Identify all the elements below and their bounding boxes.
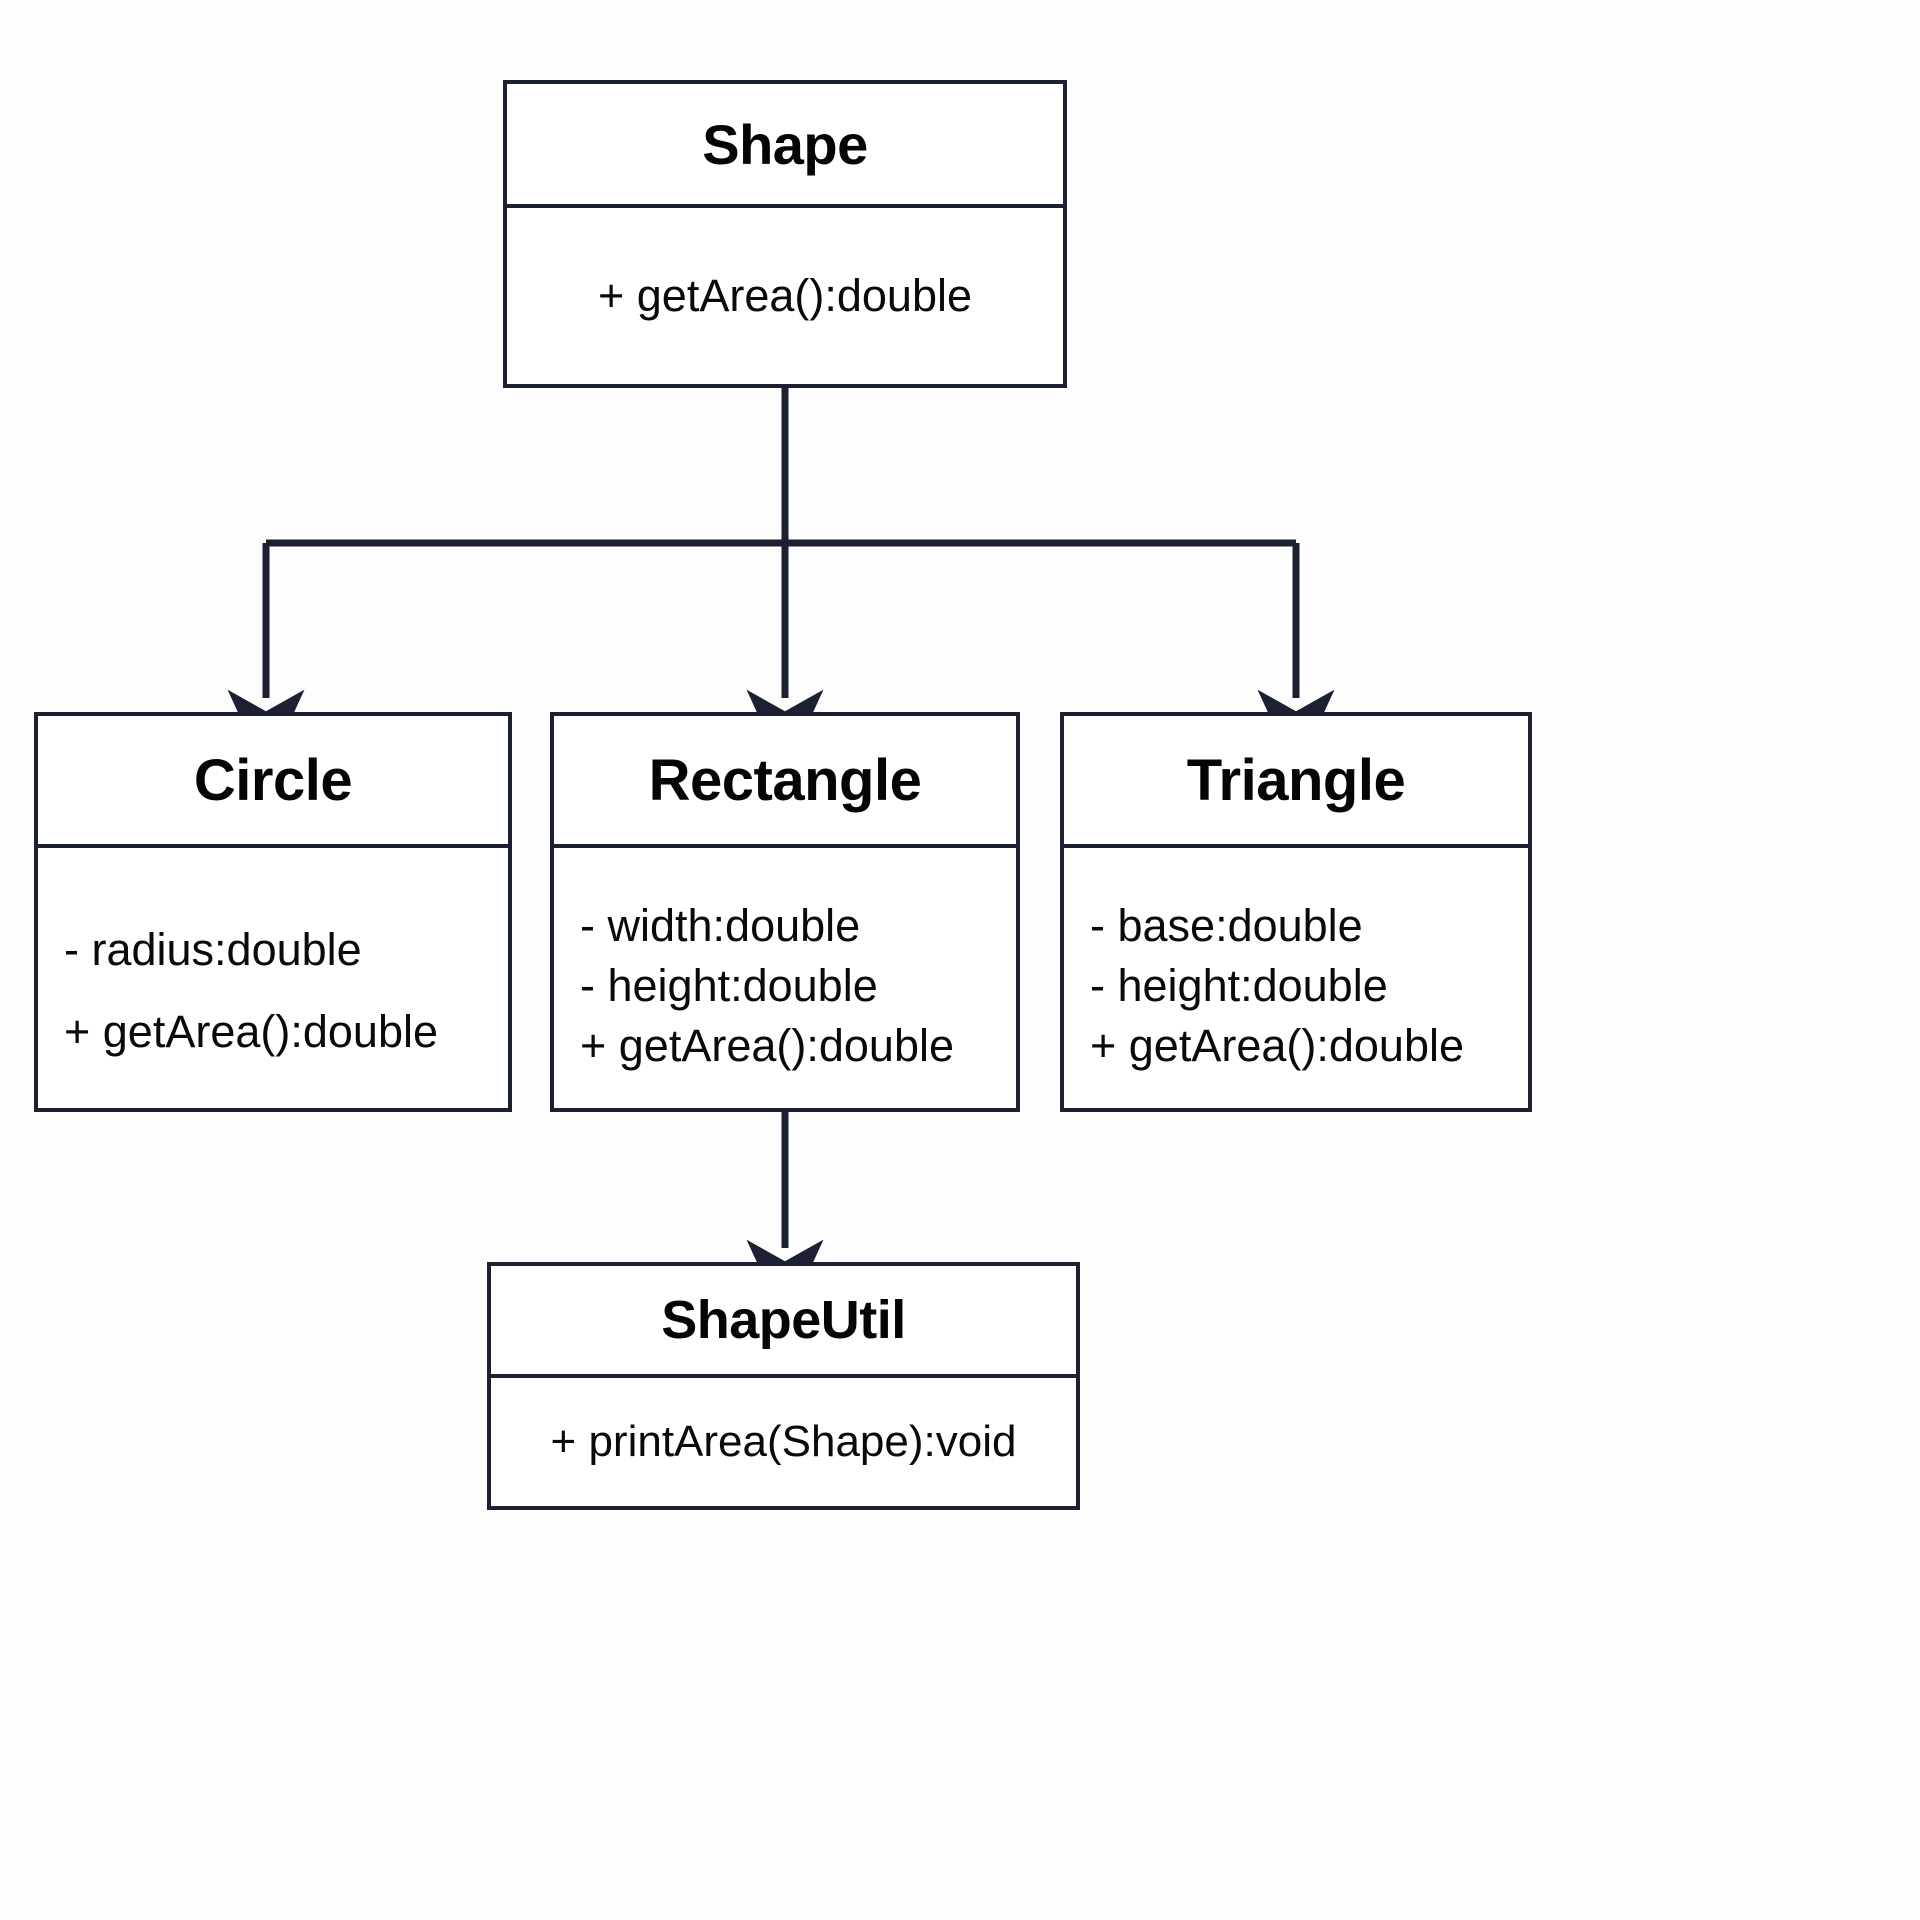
class-member: - height:double [580,960,878,1011]
class-member: - radius:double [64,924,362,975]
class-member: + getArea():double [598,270,972,321]
class-box-shapeutil[interactable]: ShapeUtil + printArea(Shape):void [487,1262,1080,1510]
class-member: + getArea():double [580,1020,954,1071]
class-box-triangle[interactable]: Triangle - base:double - height:double +… [1060,712,1532,1112]
class-name-shapeutil: ShapeUtil [661,1290,906,1350]
class-box-shape[interactable]: Shape + getArea():double [503,80,1067,388]
class-header-shapeutil: ShapeUtil [491,1266,1076,1378]
class-name-shape: Shape [702,112,868,176]
class-member: + getArea():double [64,1006,438,1057]
class-member: + printArea(Shape):void [550,1417,1017,1466]
class-name-triangle: Triangle [1186,747,1406,813]
class-member: - base:double [1090,900,1363,951]
class-box-circle[interactable]: Circle - radius:double + getArea():doubl… [34,712,512,1112]
class-member: + getArea():double [1090,1020,1464,1071]
class-member: - height:double [1090,960,1388,1011]
class-box-rectangle[interactable]: Rectangle - width:double - height:double… [550,712,1020,1112]
class-body-circle: - radius:double + getArea():double [38,848,508,1108]
class-header-circle: Circle [38,716,508,848]
class-header-triangle: Triangle [1064,716,1528,848]
class-name-rectangle: Rectangle [648,747,922,813]
class-name-circle: Circle [193,747,353,813]
class-member: - width:double [580,900,861,951]
class-header-rectangle: Rectangle [554,716,1016,848]
class-header-shape: Shape [507,84,1063,208]
class-body-shapeutil: + printArea(Shape):void [491,1378,1076,1506]
class-body-shape: + getArea():double [507,208,1063,384]
class-body-rectangle: - width:double - height:double + getArea… [554,848,1016,1108]
class-body-triangle: - base:double - height:double + getArea(… [1064,848,1528,1108]
